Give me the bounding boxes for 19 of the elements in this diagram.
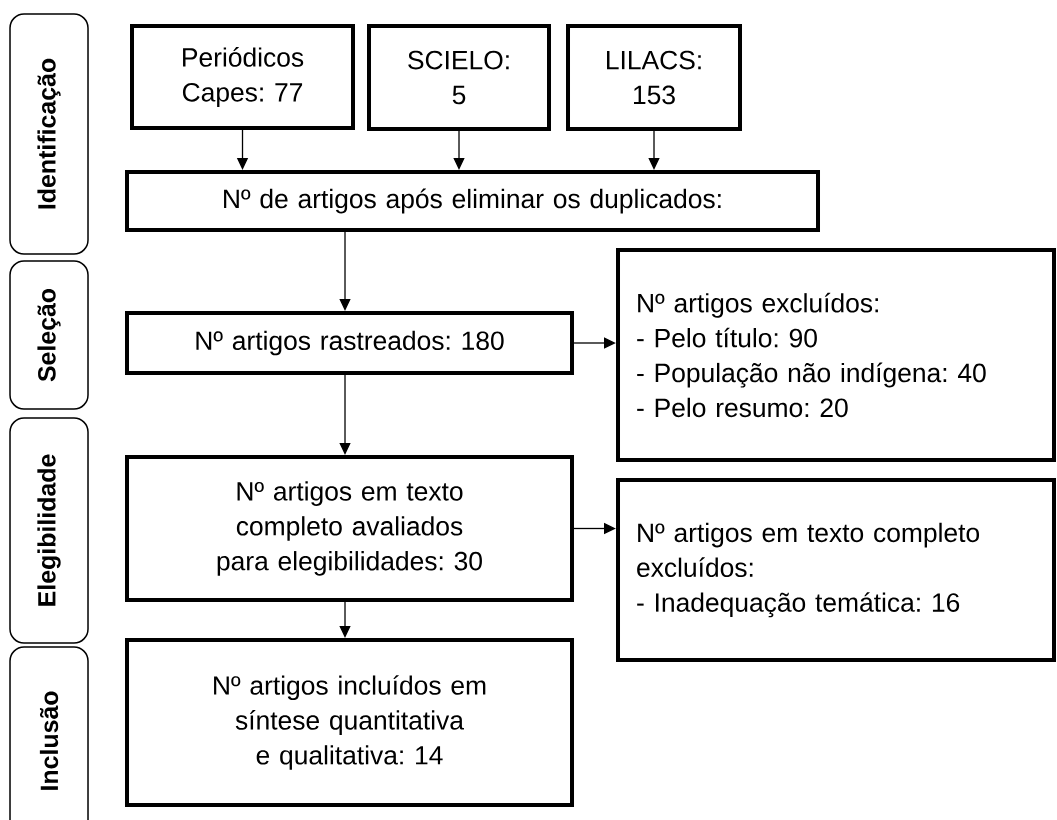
- arrow: [648, 130, 660, 170]
- process-box: LILACS: 153: [566, 24, 742, 131]
- process-box: Periódicos Capes: 77: [130, 24, 355, 130]
- process-box: Nº artigos em texto completo avaliados para elegibilidades: 30: [125, 455, 574, 602]
- stage-label: Elegibilidade: [9, 417, 89, 644]
- process-box: Nº artigos rastreados: 180: [125, 311, 574, 375]
- stage-label: Seleção: [9, 260, 89, 410]
- arrow: [453, 130, 465, 170]
- arrow: [339, 374, 351, 455]
- stage-label: Inclusão: [9, 646, 89, 820]
- process-box: Nº artigos incluídos em síntese quantitativa e qualitativa: 14: [125, 638, 574, 807]
- arrow: [573, 337, 616, 349]
- exclusion-box: Nº artigos excluídos: - Pelo título: 90 - População não indígena: 40 - Pelo resumo: 20: [616, 248, 1056, 462]
- process-box: SCIELO: 5: [367, 24, 551, 131]
- arrow: [339, 231, 351, 311]
- arrow: [339, 601, 351, 638]
- stage-label: Identificação: [9, 13, 89, 255]
- process-box: Nº de artigos após eliminar os duplicados:: [125, 170, 820, 232]
- exclusion-box: Nº artigos em texto completo excluídos: - Inadequação temática: 16: [616, 478, 1056, 662]
